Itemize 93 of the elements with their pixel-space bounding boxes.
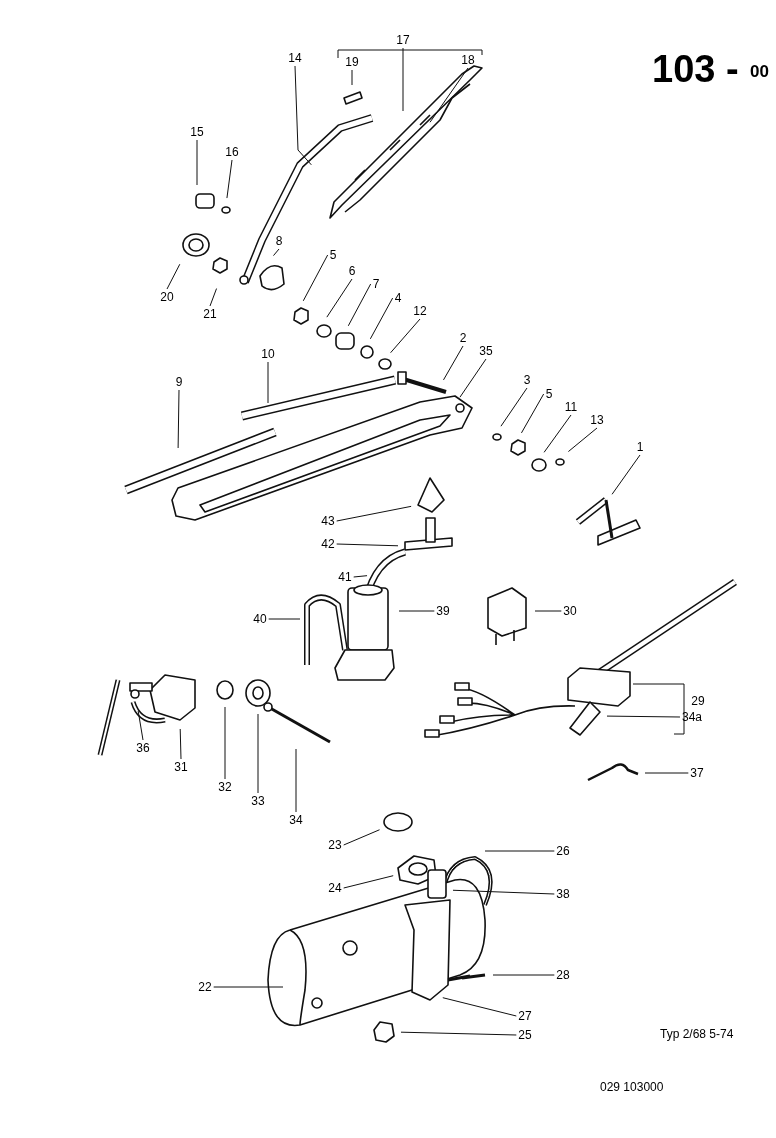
leader-line [500, 387, 528, 427]
callout-number: 17 [395, 33, 411, 47]
page-number: 00 [750, 62, 769, 82]
leader-line [179, 728, 182, 760]
callout-number: 12 [412, 304, 428, 318]
callout-number: 18 [460, 53, 476, 67]
callout-number: 32 [217, 780, 233, 794]
leader-line [398, 610, 435, 612]
leader-line [567, 427, 598, 453]
callout-number: 31 [173, 760, 189, 774]
callout-number: 38 [555, 887, 571, 901]
leader-line [268, 618, 301, 620]
leader-line [644, 772, 689, 774]
leader-line [452, 889, 555, 895]
leader-line [273, 248, 280, 257]
leader-line [534, 610, 562, 612]
callout-number: 5 [544, 387, 554, 401]
leader-line [400, 1031, 517, 1036]
leader-line [543, 414, 572, 453]
leader-line [336, 543, 399, 547]
callout-number: 1 [635, 440, 645, 454]
callout-number: 14 [287, 51, 303, 65]
callout-number: 2 [458, 331, 468, 345]
leader-line [390, 318, 421, 354]
leader-line [442, 997, 517, 1017]
leader-line [347, 283, 372, 327]
callout-number: 5 [328, 248, 338, 262]
callout-number: 43 [320, 514, 336, 528]
callout-number: 34 [288, 813, 304, 827]
callout-number: 33 [250, 794, 266, 808]
callout-number: 35 [478, 344, 494, 358]
leader-line [209, 288, 218, 307]
leader-line [257, 713, 259, 794]
callout-number: 36 [135, 741, 151, 755]
leader-line [484, 850, 555, 852]
leader-line [294, 65, 312, 166]
callout-number: 23 [327, 838, 343, 852]
callout-number: 20 [159, 290, 175, 304]
callout-number: 37 [689, 766, 705, 780]
callout-number: 7 [371, 277, 381, 291]
leader-line [343, 829, 381, 846]
callout-number: 34a [681, 710, 703, 724]
leader-line [224, 706, 226, 780]
leader-line [443, 345, 464, 381]
callout-number: 13 [589, 413, 605, 427]
leader-line [343, 875, 394, 889]
leader-line [402, 47, 404, 112]
leader-line [520, 393, 545, 434]
leader-line [213, 986, 284, 988]
leader-line [302, 254, 329, 302]
callout-number: 9 [174, 375, 184, 389]
callout-number: 10 [260, 347, 276, 361]
leader-line [166, 263, 181, 290]
leader-line [606, 715, 681, 718]
callout-number: 26 [555, 844, 571, 858]
callout-number: 40 [252, 612, 268, 626]
leader-line [353, 575, 368, 578]
leader-line [492, 974, 555, 976]
leader-line [267, 361, 269, 404]
callout-number: 42 [320, 537, 336, 551]
callout-number: 41 [337, 570, 353, 584]
callout-number: 27 [517, 1009, 533, 1023]
callout-number: 4 [393, 291, 403, 305]
callout-number: 15 [189, 125, 205, 139]
callout-number: 25 [517, 1028, 533, 1042]
leader-line [459, 358, 487, 398]
leader-line [226, 159, 233, 199]
callout-number: 19 [344, 55, 360, 69]
leader-line [351, 69, 353, 86]
reference-note: 029 103000 [600, 1080, 664, 1094]
leader-line [196, 139, 198, 186]
callout-number: 11 [563, 400, 579, 414]
leader-line [137, 710, 144, 741]
callout-number: 39 [435, 604, 451, 618]
callout-number: 21 [202, 307, 218, 321]
callout-number: 22 [197, 980, 213, 994]
leader-line [429, 67, 469, 123]
leader-line [326, 278, 353, 318]
callout-number: 3 [522, 373, 532, 387]
callout-number: 30 [562, 604, 578, 618]
callout-number: 8 [274, 234, 284, 248]
leader-line [369, 297, 394, 340]
callout-number: 6 [347, 264, 357, 278]
callout-number: 29 [690, 694, 706, 708]
callout-number: 16 [224, 145, 240, 159]
callout-number: 28 [555, 968, 571, 982]
leader-line [177, 389, 180, 449]
leader-line [611, 454, 641, 495]
callout-number: 24 [327, 881, 343, 895]
leader-line [295, 748, 297, 813]
page-number: 103 - [652, 48, 739, 91]
reference-note: Typ 2/68 5-74 [660, 1027, 734, 1041]
leader-line [336, 505, 412, 522]
